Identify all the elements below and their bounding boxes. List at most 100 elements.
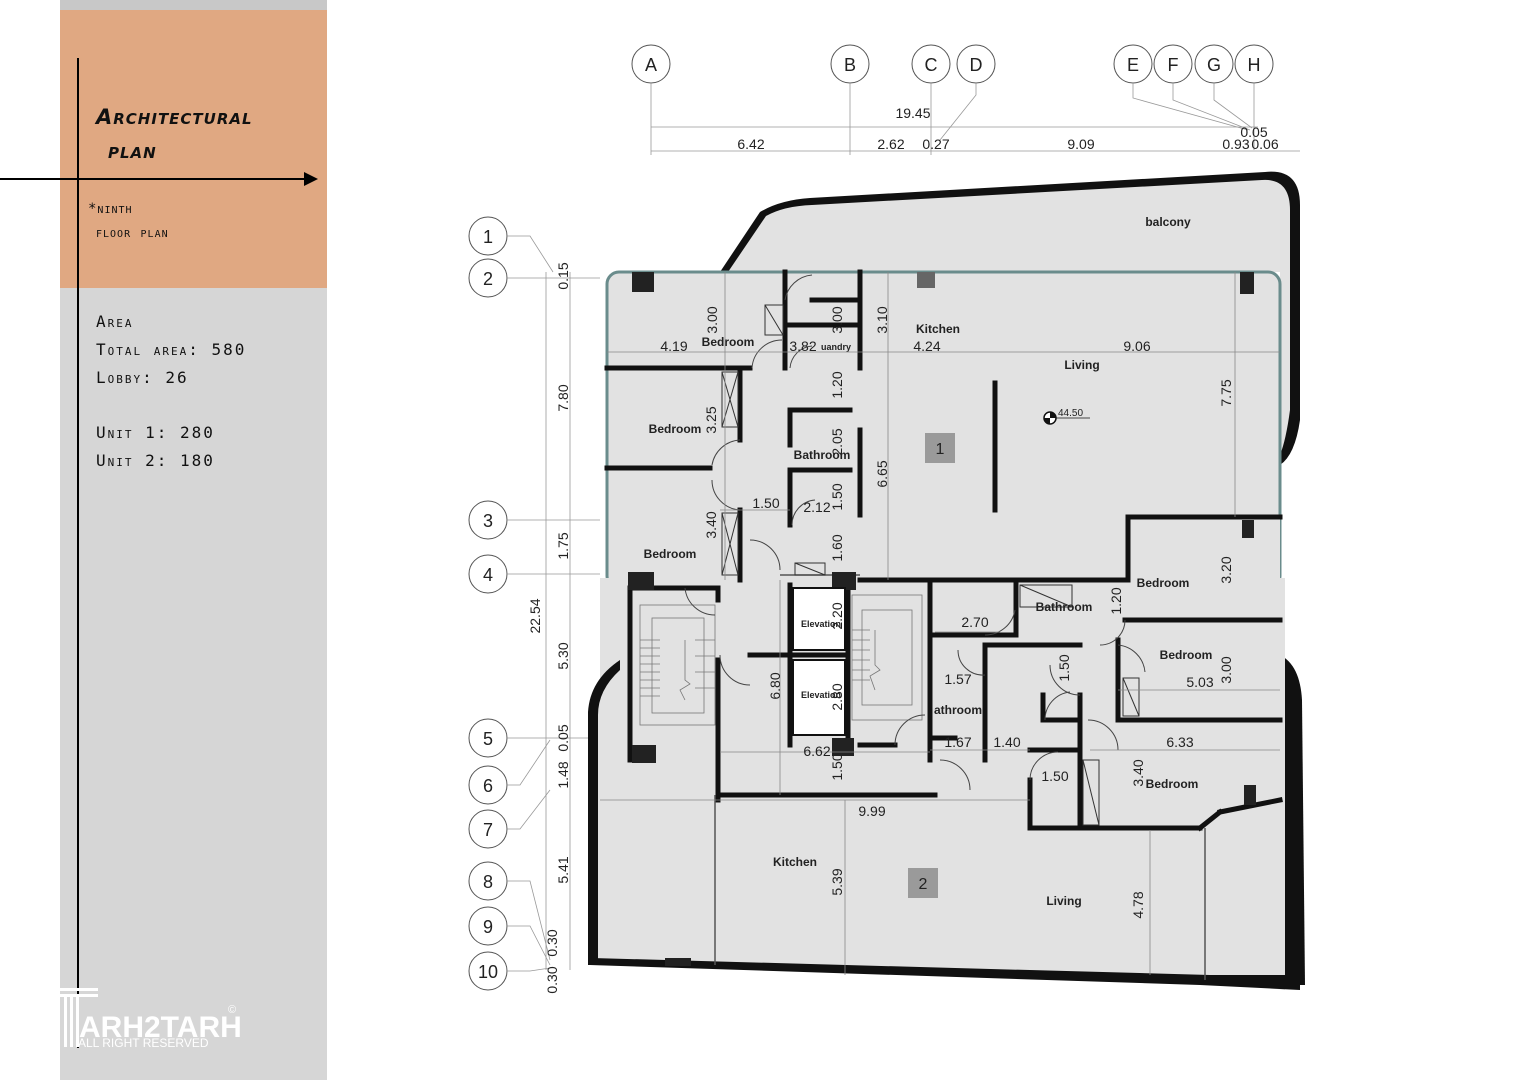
- unit1-badge-bg: [925, 433, 955, 463]
- dim-1-20-a: 1.20: [829, 371, 845, 398]
- room-laundry: uandry: [821, 342, 851, 352]
- dim-1-50-a: 1.50: [752, 495, 779, 511]
- elevator-shafts: [792, 587, 846, 736]
- dim-5-39: 5.39: [829, 868, 845, 895]
- dim-1-67: 1.67: [944, 734, 971, 750]
- grid-label-h: H: [1248, 55, 1261, 75]
- room-bedroom-5: Bedroom: [1160, 648, 1213, 662]
- grid-label-9: 9: [483, 917, 493, 937]
- panel-vertical-rule: [77, 58, 79, 1048]
- total-area: Total area: 580: [96, 340, 247, 359]
- room-living-2: Living: [1046, 894, 1081, 908]
- room-bedroom-4: Bedroom: [1137, 576, 1190, 590]
- room-elevation-2: Elevation: [801, 690, 841, 700]
- dim-1-50-e: 1.50: [1041, 768, 1068, 784]
- dim-left-9: 0.30: [544, 966, 560, 993]
- stair-left: [639, 604, 716, 726]
- dim-left-4: 5.30: [555, 642, 571, 669]
- dim-2-05: 2.05: [829, 428, 845, 455]
- dim-1-50-c: 1.50: [1056, 654, 1072, 681]
- dim-left-7: 5.41: [555, 856, 571, 883]
- title-block: [60, 10, 327, 288]
- unit2-area: Unit 2: 180: [96, 451, 215, 470]
- dim-left-2: 7.80: [555, 384, 571, 411]
- dim-1-40: 1.40: [993, 734, 1020, 750]
- dim-left-1: 0.15: [555, 262, 571, 289]
- dim-2-12: 2.12: [803, 499, 830, 515]
- dim-4-24: 4.24: [913, 338, 940, 354]
- dim-3-40-b: 3.40: [1130, 759, 1146, 786]
- plan-title-line1: Architectural: [96, 105, 253, 129]
- dim-9-06: 9.06: [1123, 338, 1150, 354]
- left-panel: [60, 0, 327, 1080]
- dim-6-80: 6.80: [767, 672, 783, 699]
- dim-left-total: 22.54: [527, 598, 543, 633]
- plan-subtitle-line2: floor plan: [96, 225, 169, 241]
- dim-1-20-b: 1.20: [1108, 587, 1124, 614]
- lobby-area: Lobby: 26: [96, 368, 189, 387]
- dim-top-small: 0.05: [1240, 124, 1267, 140]
- grid-label-b: B: [844, 55, 856, 75]
- dim-3-00-a: 3.00: [704, 306, 720, 333]
- unit2-badge-bg: [908, 868, 938, 898]
- dim-6-65: 6.65: [874, 460, 890, 487]
- dim-top-6: 0.06: [1251, 136, 1278, 152]
- plan-subtitle-line1: *ninth: [88, 201, 133, 217]
- room-bathroom-2: Bathroom: [1036, 600, 1093, 614]
- unit1-badge: 1: [936, 441, 945, 458]
- room-living-1: Living: [1064, 358, 1099, 372]
- panel-horizontal-rule: [0, 178, 310, 180]
- dim-4-78: 4.78: [1130, 891, 1146, 918]
- plan-title-line2: plan: [108, 139, 157, 163]
- level-mark-text: 44.50: [1058, 408, 1083, 419]
- plan-subtitle: *ninth floor plan: [88, 197, 169, 245]
- dim-3-00-b: 3.00: [829, 306, 845, 333]
- grid-label-e: E: [1127, 55, 1139, 75]
- level-marker-icon: [1043, 411, 1090, 425]
- dim-left-5: 0.05: [555, 724, 571, 751]
- grid-label-2: 2: [483, 269, 493, 289]
- room-elevation-1: Elevation: [801, 619, 841, 629]
- unit1-area: Unit 1: 280: [96, 423, 215, 442]
- grid-label-7: 7: [483, 820, 493, 840]
- room-bedroom-2: Bedroom: [649, 422, 702, 436]
- dim-top-3: 0.27: [922, 136, 949, 152]
- dim-2-20: 2.20: [829, 602, 845, 629]
- grid-label-d: D: [970, 55, 983, 75]
- grid-label-a: A: [645, 55, 657, 75]
- room-kitchen-2: Kitchen: [773, 855, 817, 869]
- dim-9-99: 9.99: [858, 803, 885, 819]
- dim-1-57: 1.57: [944, 671, 971, 687]
- dim-3-40-a: 3.40: [703, 511, 719, 538]
- grid-label-10: 10: [478, 962, 498, 982]
- area-heading: Area: [96, 312, 134, 331]
- dim-1-50-b: 1.50: [829, 483, 845, 510]
- column-marker: [917, 272, 935, 288]
- room-bathroom-1: Bathroom: [794, 448, 851, 462]
- dim-top-1: 6.42: [737, 136, 764, 152]
- plan-title: Architectural plan: [96, 100, 253, 168]
- dim-7-75: 7.75: [1218, 379, 1234, 406]
- area-summary: Area Total area: 580 Lobby: 26 Unit 1: 2…: [96, 308, 246, 475]
- dim-3-00-c: 3.00: [1218, 656, 1234, 683]
- dim-4-19: 4.19: [660, 338, 687, 354]
- dim-5-03: 5.03: [1186, 674, 1213, 690]
- floor-plan-drawing: A B C D E F G H 1 2 3 4 5 6 7 8 9 10: [468, 44, 1305, 994]
- dim-6-62: 6.62: [803, 743, 830, 759]
- room-bedroom-6: Bedroom: [1146, 777, 1199, 791]
- dim-top-total: 19.45: [895, 105, 930, 121]
- dim-6-33: 6.33: [1166, 734, 1193, 750]
- grid-label-c: C: [925, 55, 938, 75]
- grid-label-3: 3: [483, 511, 493, 531]
- dim-3-10: 3.10: [874, 306, 890, 333]
- stair-right: [851, 594, 923, 721]
- grid-label-g: G: [1207, 55, 1221, 75]
- panel-top-strip: [60, 0, 327, 10]
- arrow-right-icon: [304, 172, 318, 186]
- dim-1-50-d: 1.50: [829, 753, 845, 780]
- room-bathroom-3: athroom: [934, 703, 982, 717]
- logo-text: ARH2TARH: [79, 1011, 240, 1044]
- grid-label-8: 8: [483, 872, 493, 892]
- dim-top-5: 0.93: [1222, 136, 1249, 152]
- building-outline: [588, 171, 1305, 990]
